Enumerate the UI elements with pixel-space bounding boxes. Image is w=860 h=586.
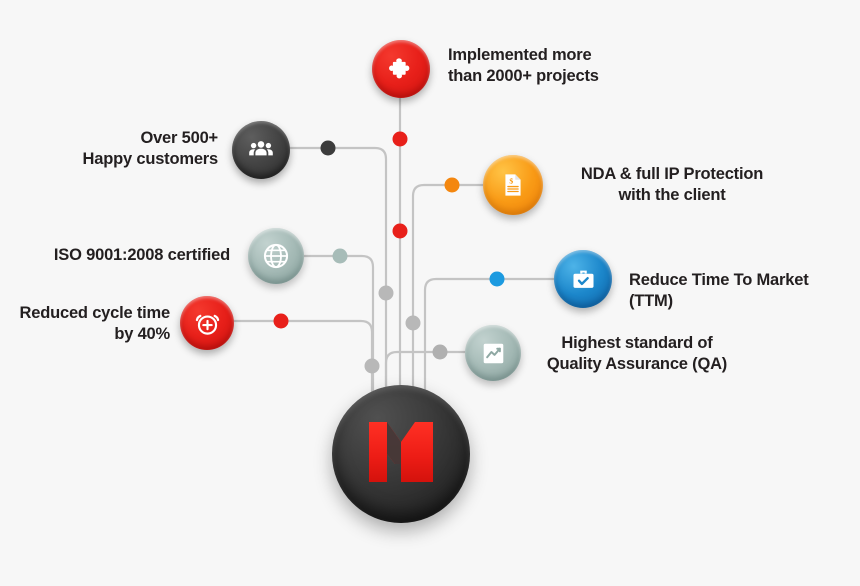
label-customers: Over 500+ Happy customers (82, 129, 219, 169)
node-iso[interactable] (248, 228, 304, 284)
chart-line-icon (481, 341, 506, 366)
label-nda: NDA & full IP Protection with the client (580, 165, 764, 205)
people-group-icon (247, 136, 275, 164)
document-icon: $ (500, 172, 526, 198)
connector-dot-iso (332, 248, 348, 264)
connector-dot-qa (432, 344, 448, 360)
label-projects: Implemented more than 2000+ projects (448, 46, 599, 86)
company-logo-m-icon (365, 420, 437, 484)
node-nda[interactable]: $ (483, 155, 543, 215)
briefcase-check-icon (570, 266, 597, 293)
connector-dot-cycle (273, 313, 289, 329)
puzzle-piece-icon (388, 56, 414, 82)
connector-dot-customers (320, 140, 336, 156)
node-projects[interactable] (372, 40, 430, 98)
label-iso: ISO 9001:2008 certified (53, 246, 230, 264)
connector-dot-hub-left (378, 285, 394, 301)
node-ttm[interactable] (554, 250, 612, 308)
label-qa: Highest standard of Quality Assurance (Q… (546, 334, 728, 374)
globe-icon (263, 243, 289, 269)
label-ttm: Reduce Time To Market (TTM) (629, 271, 809, 311)
svg-text:$: $ (509, 176, 513, 185)
node-cycle[interactable] (180, 296, 234, 350)
node-qa[interactable] (465, 325, 521, 381)
connector-dot-projects-lower (392, 223, 408, 239)
connector-dot-ttm (489, 271, 505, 287)
connector-customers (288, 146, 388, 432)
connector-dot-hub-mid (405, 315, 421, 331)
connector-dot-projects-upper (392, 131, 408, 147)
connector-dot-hub-lower (364, 358, 380, 374)
node-customers[interactable] (232, 121, 290, 179)
connector-qa (384, 350, 467, 432)
connector-nda (411, 183, 485, 432)
central-hub[interactable] (332, 385, 470, 523)
connector-ttm (423, 277, 556, 432)
connector-cycle (232, 319, 374, 432)
connector-dot-nda (444, 177, 460, 193)
connector-iso (302, 254, 375, 432)
alarm-clock-icon (194, 310, 221, 337)
label-cycle: Reduced cycle time by 40% (19, 304, 171, 344)
